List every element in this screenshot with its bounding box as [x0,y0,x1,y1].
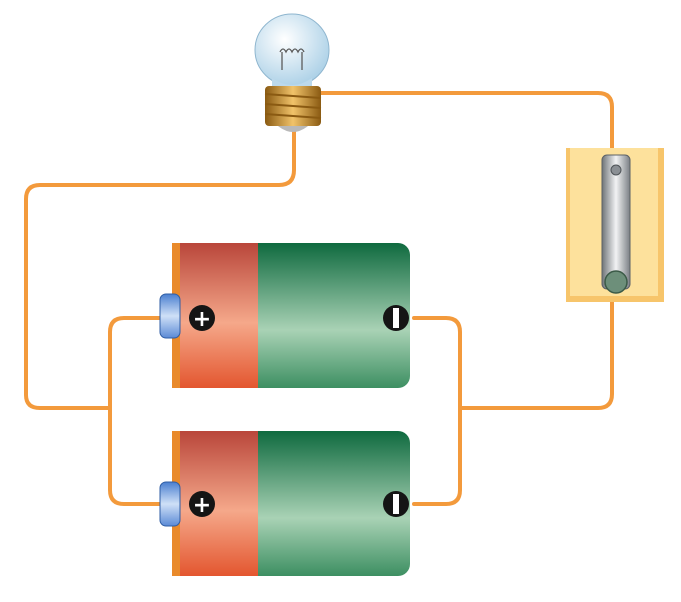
positive-symbol: + [193,493,211,518]
wire-to-switch-bottom [458,298,614,410]
positive-terminal-icon: + [189,491,215,518]
light-bulb-icon [254,13,330,132]
wire-right-bus [412,316,462,506]
positive-terminal-icon: + [189,305,215,332]
battery-2: + [159,431,410,576]
negative-terminal-icon [383,305,409,331]
positive-symbol: + [193,307,211,332]
wire-bulb-to-left [24,128,296,410]
battery-1: + [159,243,410,388]
knife-switch-icon [566,148,664,302]
negative-terminal-icon [383,491,409,517]
wire-left-bus [108,316,162,506]
wires [24,91,614,506]
wire-bulb-to-switch [316,91,614,152]
